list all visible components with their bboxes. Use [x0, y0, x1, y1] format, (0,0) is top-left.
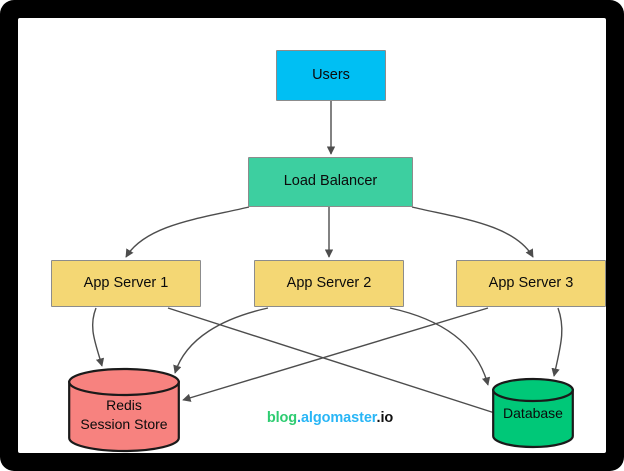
edge-load-balancer-to-app-server-1: [125, 206, 250, 258]
watermark-dot: .: [297, 410, 301, 426]
edge-app-server-1-to-database: [167, 307, 502, 417]
node-database-label: Database: [503, 405, 563, 421]
node-app-server-3[interactable]: App Server 3: [456, 260, 606, 307]
edge-load-balancer-to-app-server-3: [411, 206, 534, 258]
edge-app-server-2-to-database: [389, 307, 491, 386]
watermark: blog.algomaster.io: [18, 410, 606, 426]
node-redis-label: Redis Session Store: [80, 397, 168, 432]
node-database[interactable]: Database: [492, 377, 574, 449]
cylinder-shape-redis: [68, 367, 180, 453]
watermark-tld: .io: [376, 410, 394, 426]
edge-app-server-1-to-redis: [92, 307, 105, 367]
edge-app-server-3-to-redis: [182, 307, 489, 402]
cylinder-shape-database: [492, 377, 574, 449]
edge-app-server-3-to-database: [551, 307, 563, 377]
node-load-balancer[interactable]: Load Balancer: [248, 157, 413, 207]
watermark-blog: blog: [266, 410, 298, 426]
node-app-server-2[interactable]: App Server 2: [254, 260, 404, 307]
edge-app-server-2-to-redis: [173, 307, 269, 374]
node-redis-session-store[interactable]: Redis Session Store: [68, 367, 180, 453]
node-app-server-1[interactable]: App Server 1: [51, 260, 201, 307]
diagram-canvas: Users Load Balancer App Server 1 App Ser…: [18, 18, 606, 453]
watermark-algomaster: algomaster: [300, 410, 377, 426]
node-users[interactable]: Users: [276, 50, 386, 101]
